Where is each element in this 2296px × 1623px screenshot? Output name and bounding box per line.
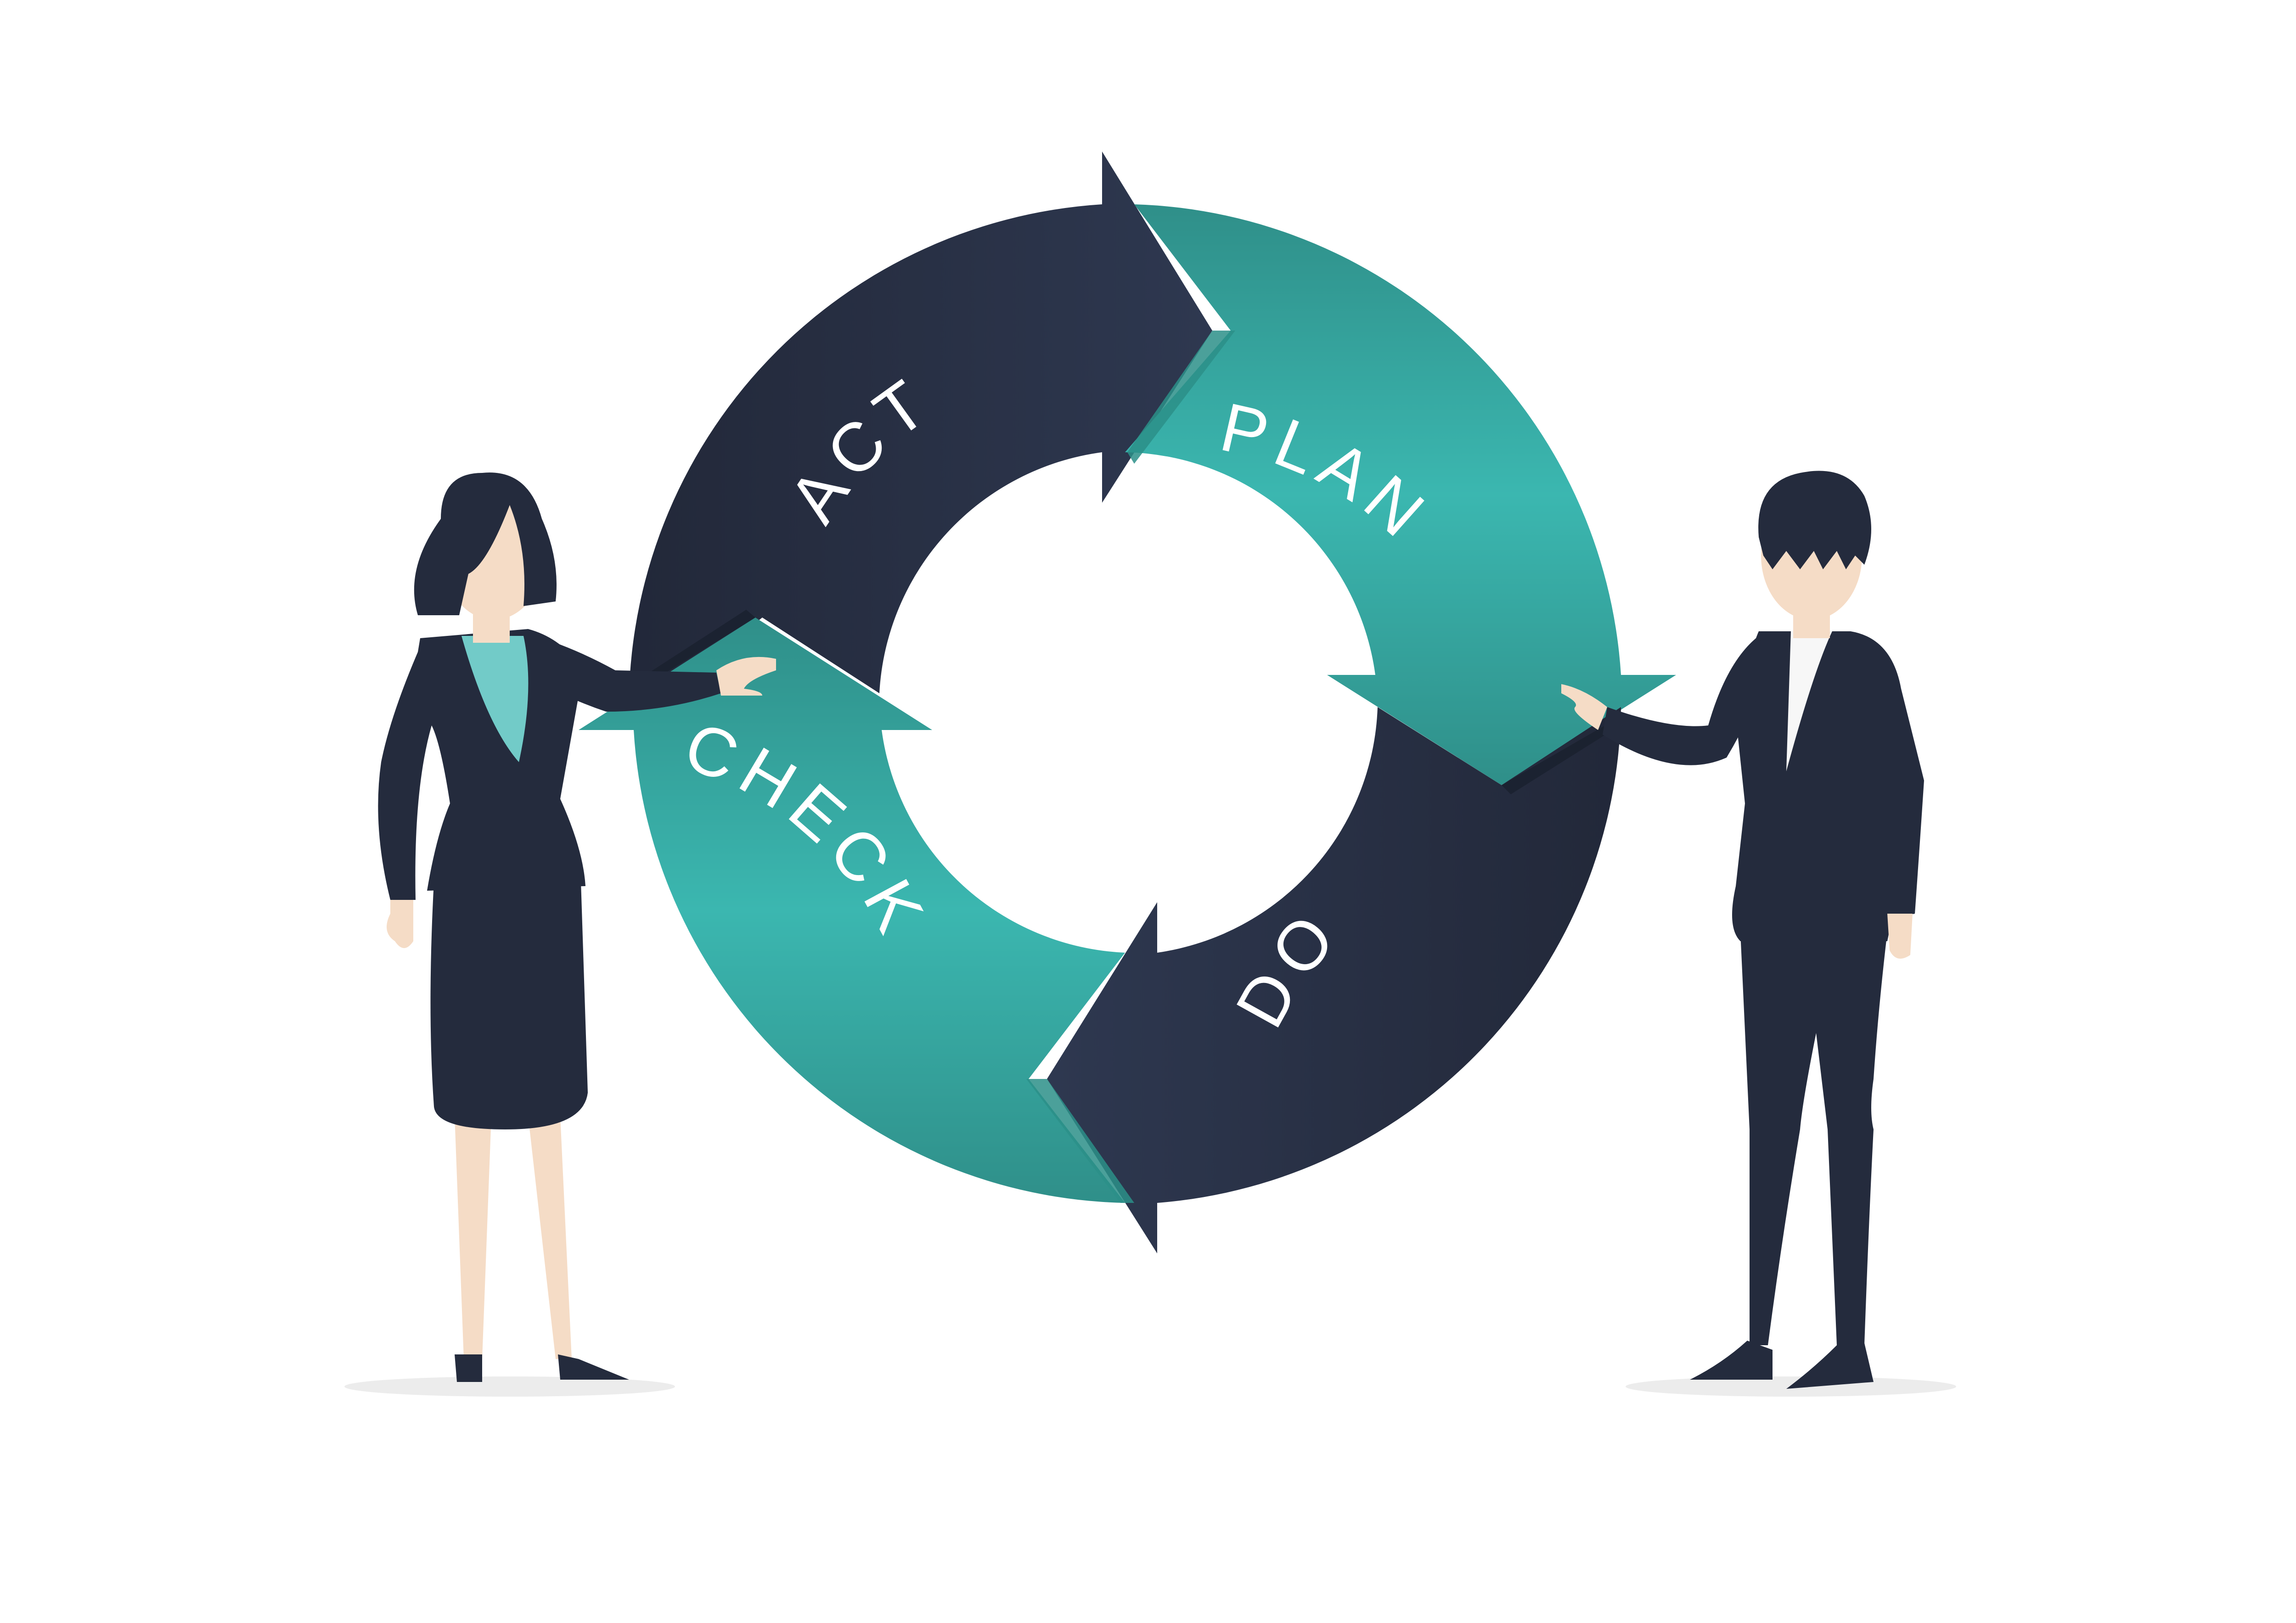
woman-left-hand	[387, 900, 413, 948]
plan-arrow-shadow	[1502, 716, 1635, 794]
do-segment	[1047, 707, 1621, 1253]
do-arrow-shadow	[1026, 1079, 1134, 1203]
man-shoe-left	[1690, 1341, 1773, 1380]
man-hair	[1758, 471, 1871, 569]
man-hand	[1561, 684, 1607, 730]
plan-segment	[1125, 204, 1676, 785]
woman-hand	[716, 657, 776, 696]
man-shirt	[1786, 631, 1832, 771]
woman-hair	[414, 472, 557, 615]
woman-blouse	[461, 636, 529, 762]
woman-legs	[455, 1116, 572, 1359]
woman-skirt	[430, 882, 588, 1129]
woman-arm	[528, 634, 721, 712]
woman-ground-shadow	[344, 1376, 675, 1397]
businesswoman-figure	[344, 472, 776, 1397]
man-trousers	[1740, 932, 1887, 1345]
woman-shoe-left	[455, 1354, 482, 1382]
man-shoe-right	[1786, 1343, 1874, 1389]
pdca-cycle: PLAN ACT CHECK DO	[579, 152, 1676, 1253]
man-right-hand	[1887, 914, 1913, 959]
businessman-figure	[1561, 471, 1956, 1397]
check-arrow-shadow	[631, 610, 755, 691]
woman-jacket	[378, 629, 585, 900]
act-arrow-shadow	[1127, 331, 1235, 464]
man-jacket	[1732, 631, 1924, 941]
woman-shoe-right	[558, 1354, 629, 1380]
man-arm	[1603, 636, 1768, 765]
act-segment	[629, 152, 1212, 725]
check-segment	[579, 618, 1125, 1203]
